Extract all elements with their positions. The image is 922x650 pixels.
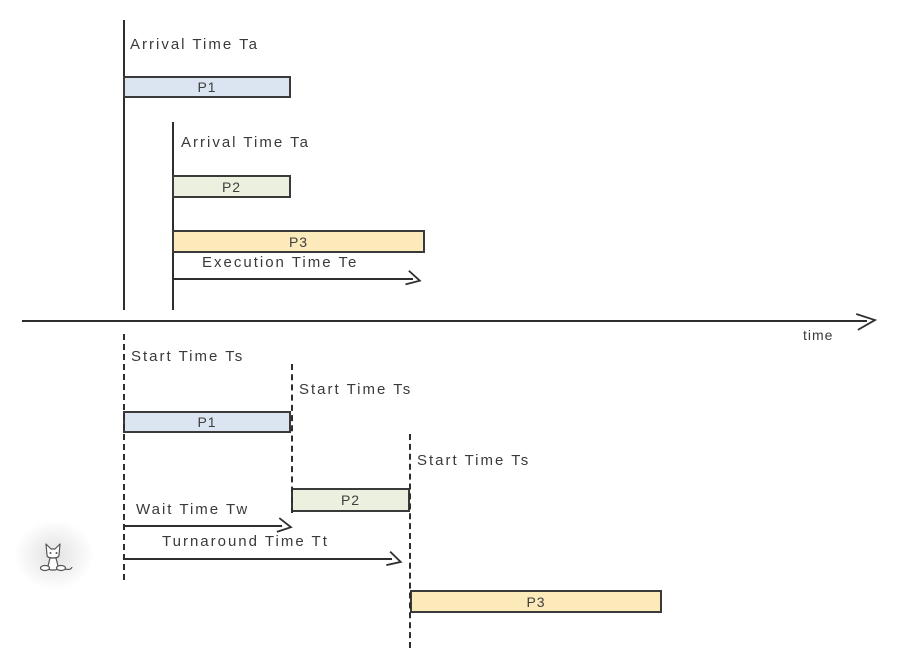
start-marker-p2 bbox=[291, 364, 293, 513]
wait-arrowhead-icon bbox=[276, 517, 293, 533]
turnaround-arrowhead-icon bbox=[386, 550, 403, 566]
p2-bar-bottom: P2 bbox=[291, 488, 410, 512]
start-time-label-2: Start Time Ts bbox=[299, 381, 413, 398]
execution-time-arrow-line bbox=[173, 278, 413, 280]
execution-time-label: Execution Time Te bbox=[202, 254, 359, 271]
p3-bar-bottom-label: P3 bbox=[526, 593, 546, 610]
p2-bar-top: P2 bbox=[172, 175, 291, 198]
start-time-label-3: Start Time Ts bbox=[417, 452, 531, 469]
p3-bar-bottom: P3 bbox=[410, 590, 662, 613]
start-marker-p1 bbox=[123, 334, 125, 580]
start-time-label-1: Start Time Ts bbox=[131, 348, 245, 365]
wait-time-arrow-line bbox=[124, 525, 282, 527]
p2-bar-top-label: P2 bbox=[221, 178, 242, 195]
p1-bar-top-label: P1 bbox=[197, 79, 217, 95]
time-axis-arrowhead-icon bbox=[855, 313, 878, 331]
start-marker-p3 bbox=[409, 434, 411, 648]
execution-arrowhead-icon bbox=[405, 270, 422, 286]
time-axis-line bbox=[22, 320, 867, 322]
p2-bar-bottom-label: P2 bbox=[340, 492, 361, 508]
p1-bar-bottom: P1 bbox=[123, 411, 291, 433]
arrival-axis-p1 bbox=[123, 20, 125, 310]
arrival-label-2: Arrival Time Ta bbox=[181, 134, 310, 151]
turnaround-arrow-line bbox=[124, 558, 392, 560]
arrival-label-1: Arrival Time Ta bbox=[130, 36, 259, 53]
p3-bar-top-label: P3 bbox=[288, 233, 309, 250]
arrival-axis-p2p3 bbox=[172, 122, 174, 310]
p1-bar-top: P1 bbox=[123, 76, 291, 98]
p3-bar-top: P3 bbox=[172, 230, 425, 253]
wait-time-label: Wait Time Tw bbox=[136, 501, 250, 518]
p1-bar-bottom-label: P1 bbox=[197, 414, 217, 430]
cat-icon bbox=[39, 543, 73, 572]
turnaround-time-label: Turnaround Time Tt bbox=[162, 533, 329, 550]
time-axis-label: time bbox=[803, 327, 834, 343]
